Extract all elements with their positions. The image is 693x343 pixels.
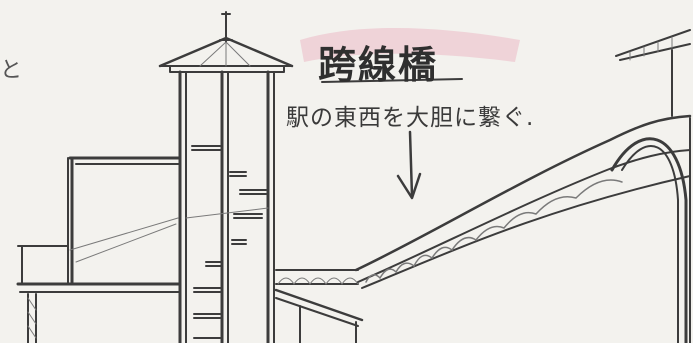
right-canopy (615, 29, 691, 117)
margin-mark: と (0, 58, 23, 83)
down-arrow-icon (396, 130, 422, 200)
bridge-deck-low (274, 269, 364, 343)
stair-tower (158, 11, 294, 343)
bridge-deck-rising (354, 114, 692, 343)
left-building (16, 156, 182, 343)
sketch-title: 跨線橋 (318, 42, 439, 87)
title-underline (321, 78, 463, 83)
sketch-caption: 駅の東西を大胆に繋ぐ. (286, 105, 535, 131)
title-highlight (300, 27, 520, 62)
